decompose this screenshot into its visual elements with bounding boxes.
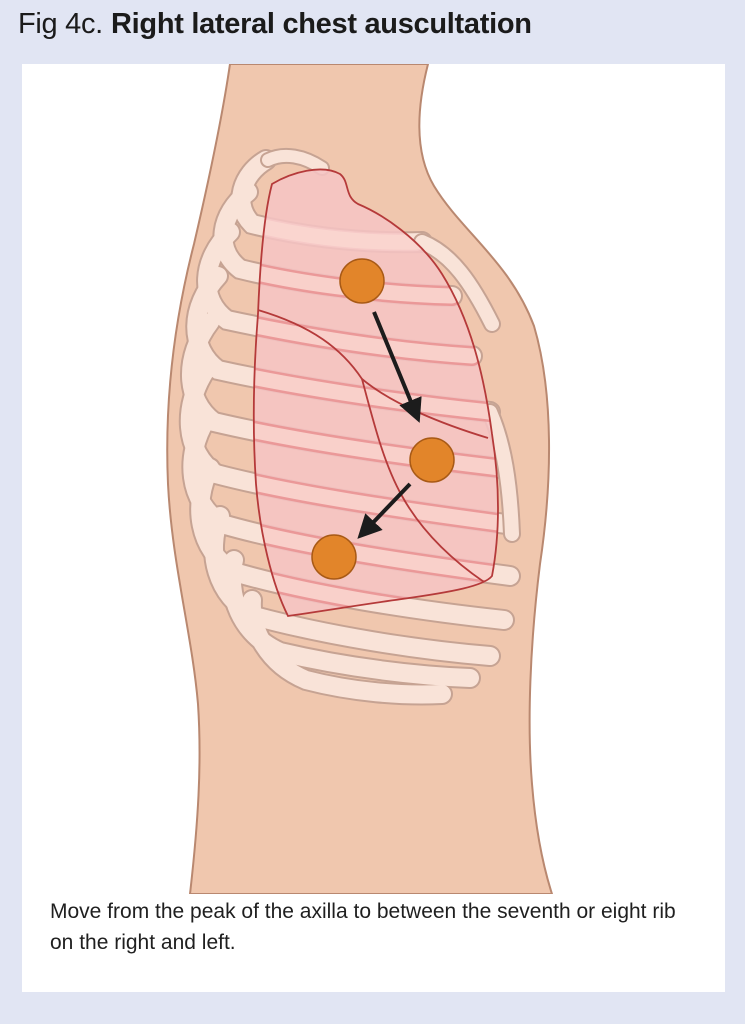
auscultation-point-upper (339, 258, 385, 304)
figure-heading: Right lateral chest auscultation (111, 8, 532, 40)
oblique-fissure (361, 378, 485, 583)
auscultation-point-lower (311, 534, 357, 580)
chest-illustration (166, 64, 554, 894)
auscultation-points (311, 258, 455, 580)
figure-label: Fig 4c. (18, 8, 103, 40)
figure-panel: Move from the peak of the axilla to betw… (22, 64, 725, 992)
arrow-middle-to-lower (357, 482, 412, 539)
movement-arrows (357, 311, 422, 539)
figure-title: Fig 4c. Right lateral chest auscultation (18, 6, 532, 42)
figure-caption: Move from the peak of the axilla to betw… (50, 900, 676, 954)
arrow-upper-to-middle (372, 311, 422, 423)
auscultation-point-middle (409, 437, 455, 483)
